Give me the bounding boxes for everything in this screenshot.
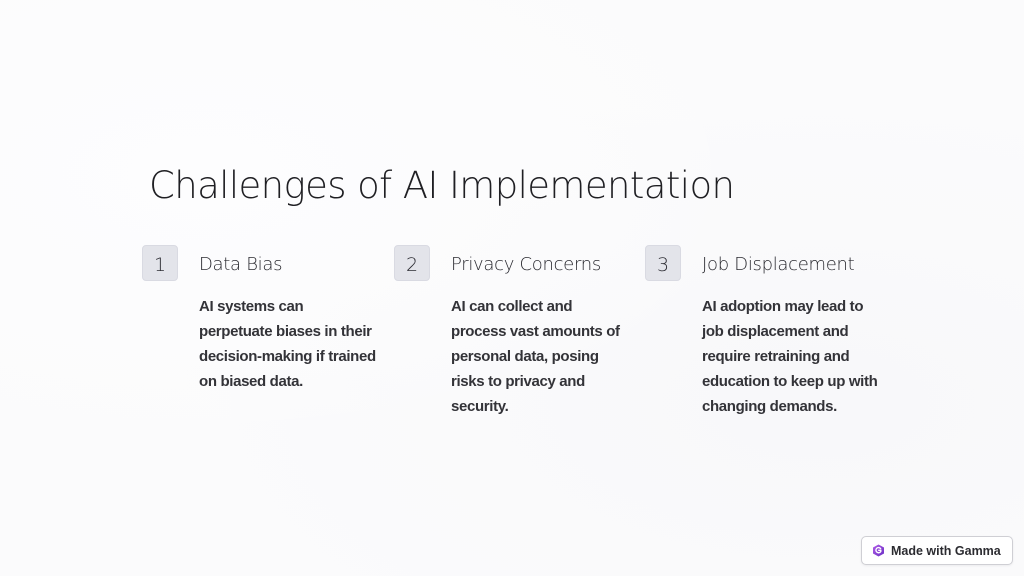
card-description: AI systems can perpetuate biases in thei… xyxy=(199,298,376,390)
number-badge: 1 xyxy=(142,245,178,281)
gamma-logo-icon xyxy=(872,544,885,557)
number-badge: 3 xyxy=(645,245,681,281)
card-heading: Data Bias xyxy=(199,254,283,275)
card-description: AI adoption may lead to job displacement… xyxy=(702,298,878,415)
slide-title: Challenges of AI Implementation xyxy=(149,164,735,207)
card-description: AI can collect and process vast amounts … xyxy=(451,298,620,415)
card-heading: Job Displacement xyxy=(702,254,855,275)
gamma-badge-label: Made with Gamma xyxy=(891,543,1001,558)
card-heading: Privacy Concerns xyxy=(451,254,601,275)
number-badge: 2 xyxy=(394,245,430,281)
made-with-gamma-button[interactable]: Made with Gamma xyxy=(861,536,1013,565)
